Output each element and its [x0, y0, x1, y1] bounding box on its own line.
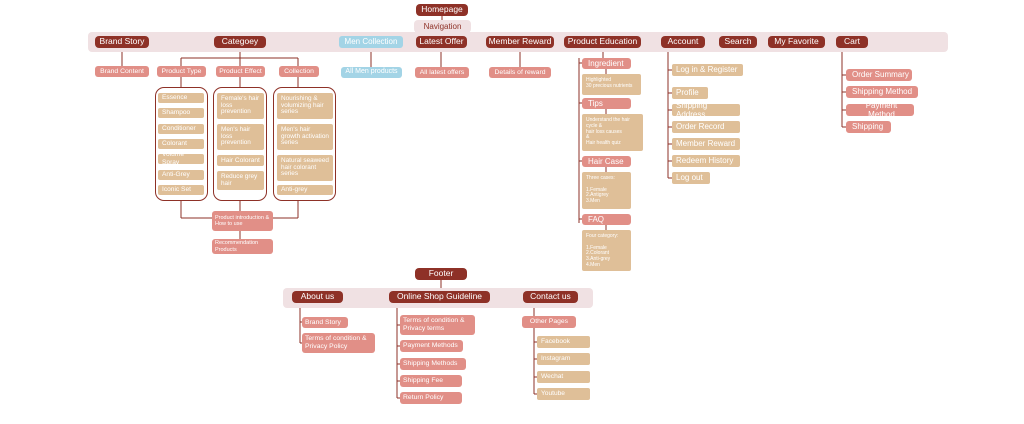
account-item[interactable]: Shipping Address: [672, 104, 740, 116]
product-effect-group: [213, 87, 267, 201]
instagram-link[interactable]: Instagram: [537, 353, 590, 365]
cart-item[interactable]: Shipping Method: [846, 86, 918, 98]
wechat-link[interactable]: Wechat: [537, 371, 590, 383]
homepage-node[interactable]: Homepage: [416, 4, 468, 16]
all-latest-offers-node[interactable]: All latest offers: [415, 67, 469, 78]
account-item[interactable]: Member Reward: [672, 138, 740, 150]
nav-latest-offer[interactable]: Latest Offer: [416, 36, 467, 48]
product-type-item[interactable]: Volume Spray: [158, 154, 204, 164]
collection-item[interactable]: Anti-grey: [277, 185, 333, 195]
tips-node[interactable]: Tips: [582, 98, 631, 109]
brand-content-node[interactable]: Brand Content: [95, 66, 149, 77]
nav-my-favorite[interactable]: My Favorite: [768, 36, 825, 48]
product-effect-node[interactable]: Product Effect: [216, 66, 265, 77]
other-pages-node[interactable]: Other Pages: [522, 316, 576, 328]
faq-detail: Four category: 1.Female 2.Colorant 3.Ant…: [582, 230, 631, 271]
about-us-item[interactable]: Terms of condition & Privacy Policy: [302, 333, 375, 353]
product-type-group: [155, 87, 208, 201]
nav-account[interactable]: Account: [661, 36, 705, 48]
faq-node[interactable]: FAQ: [582, 214, 631, 225]
product-type-item[interactable]: Shampoo: [158, 108, 204, 118]
guideline-item[interactable]: Terms of condition & Privacy terms: [400, 315, 475, 335]
nav-search[interactable]: Search: [719, 36, 757, 48]
nav-brand-story[interactable]: Brand Story: [95, 36, 149, 48]
hair-case-detail: Three cases: 1.Female 2.Antigrey 3.Men: [582, 172, 631, 209]
product-effect-item[interactable]: Men's hair loss prevention: [217, 124, 264, 150]
hair-case-node[interactable]: Hair Case: [582, 156, 631, 167]
collection-item[interactable]: Nourishing & volumizing hair series: [277, 93, 333, 119]
about-us-item[interactable]: Brand Story: [302, 317, 348, 328]
nav-men-collection[interactable]: Men Collection: [339, 36, 403, 48]
account-item[interactable]: Profile: [672, 87, 708, 99]
product-type-item[interactable]: Conditioner: [158, 124, 204, 134]
collection-node[interactable]: Collection: [279, 66, 319, 77]
product-type-item[interactable]: Anti-Grey: [158, 170, 204, 180]
product-type-item[interactable]: Colorant: [158, 139, 204, 149]
cart-item[interactable]: Shipping: [846, 121, 891, 133]
youtube-link[interactable]: Youtube: [537, 388, 590, 400]
guideline-item[interactable]: Shipping Methods: [400, 358, 466, 370]
ingredient-detail: Highlighted 30 precious nutrients: [582, 74, 641, 95]
facebook-link[interactable]: Facebook: [537, 336, 590, 348]
product-type-node[interactable]: Product Type: [157, 66, 206, 77]
nav-member-reward[interactable]: Member Reward: [486, 36, 554, 48]
nav-cart[interactable]: Cart: [836, 36, 868, 48]
account-item[interactable]: Log out: [672, 172, 710, 184]
account-item[interactable]: Log in & Register: [672, 64, 743, 76]
product-type-item[interactable]: Iconic Set: [158, 185, 204, 195]
collection-item[interactable]: Natural seaweed hair colorant series: [277, 155, 333, 181]
guideline-item[interactable]: Return Policy: [400, 392, 462, 404]
guideline-item[interactable]: Payment Methods: [400, 340, 463, 352]
nav-product-education[interactable]: Product Education: [564, 36, 641, 48]
footer-online-shop-guideline[interactable]: Online Shop Guideline: [389, 291, 490, 303]
footer-contact-us[interactable]: Contact us: [523, 291, 578, 303]
account-item[interactable]: Redeem History: [672, 155, 740, 167]
product-effect-item[interactable]: Female's hair loss prevention: [217, 93, 264, 119]
product-effect-item[interactable]: Reduce grey hair: [217, 171, 264, 190]
ingredient-node[interactable]: Ingredient: [582, 58, 631, 69]
nav-category[interactable]: Categoey: [214, 36, 266, 48]
collection-group: [273, 87, 336, 201]
cart-item[interactable]: Payment Method: [846, 104, 914, 116]
cart-item[interactable]: Order Summary: [846, 69, 912, 81]
navigation-label: Navigation: [423, 21, 462, 31]
tips-detail: Understand the hair cycle & hair loss ca…: [582, 114, 643, 151]
footer-about-us[interactable]: About us: [292, 291, 343, 303]
navigation-band: [414, 20, 471, 33]
footer-node[interactable]: Footer: [415, 268, 467, 280]
account-item[interactable]: Order Record: [672, 121, 740, 133]
product-introduction-node[interactable]: Product introduction & How to use: [212, 211, 273, 231]
product-effect-item[interactable]: Hair Colorant: [217, 155, 264, 166]
guideline-item[interactable]: Shipping Fee: [400, 375, 462, 387]
collection-item[interactable]: Men's hair growth activation series: [277, 124, 333, 150]
details-of-reward-node[interactable]: Details of reward: [489, 67, 551, 78]
all-men-products-node[interactable]: All Men products: [341, 67, 402, 78]
product-type-item[interactable]: Essence: [158, 93, 204, 103]
recommendation-products-node[interactable]: Recommendation Products: [212, 239, 273, 254]
